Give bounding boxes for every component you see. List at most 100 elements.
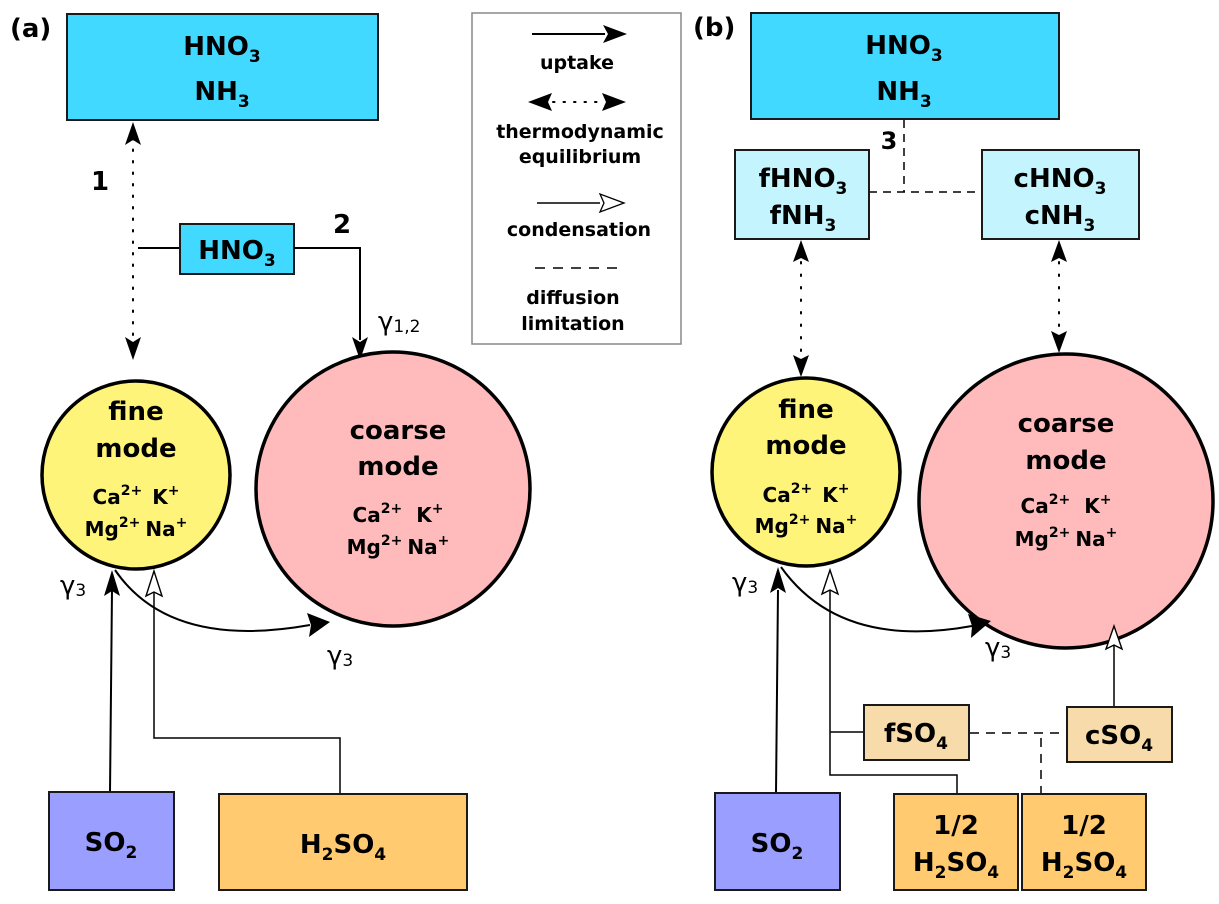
fine-mode-a-ions1: Ca2+K+ [93,483,180,509]
gas-box-a-line2: NH3 [194,77,249,112]
gas-box-b-line1: HNO3 [865,31,942,66]
cso4-box [1066,706,1173,763]
h2so4-condensation-line-a [153,590,341,794]
coarse-mode-a-ions1: Ca2+K+ [353,501,444,527]
h2so4-box-a [218,793,468,891]
so2-box-a [48,791,175,891]
fine-gas-box-b-line2: fNH3 [770,201,837,236]
gas-box-b-line2: NH3 [876,77,931,112]
gas-box-b: HNO3 NH3 [750,12,1060,120]
half-h2so4-fine-fraction: 1/2 [933,811,979,841]
so2-box-a-label: SO2 [85,828,138,863]
fine-mode-a: fine mode Ca2+K+ Mg2+Na+ [40,379,232,571]
fine-mode-a-circle [40,379,232,571]
fine-mode-b-ions2: Mg2+Na+ [755,512,858,538]
equilibrium-arrow-fine-b-head-up [793,240,809,262]
fine-mode-b: fine mode Ca2+K+ Mg2+Na+ [710,376,902,568]
equilibrium-arrow-1-head-down [125,337,141,360]
so2-uptake-head-a [104,570,120,596]
cso4-box-label: cSO4 [1085,721,1153,756]
gamma-3-fine-label-a: γ3 [60,571,86,601]
so2-uptake-line-a [109,589,113,793]
equilibrium-arrow-1-head-up [125,122,141,145]
legend-item-diffusion: diffusion limitation [521,267,625,335]
coarse-mode-a-ions2: Mg2+Na+ [347,533,450,559]
equilibrium-arrow-fine-b-head-down [793,355,809,377]
panel-a-label: (a) [10,14,51,44]
coarse-gas-box-b [981,149,1140,240]
half-h2so4-fine-box [893,793,1019,891]
fine-mode-a-ions2: Mg2+Na+ [85,515,188,541]
coarse-mode-b-ions2: Mg2+Na+ [1015,525,1118,551]
legend-condensation-label: condensation [507,219,651,241]
so2-uptake-head-b [770,567,786,593]
coarse-mode-b-circle [917,352,1215,650]
coagulation-arrow-a [114,569,311,632]
legend-item-equilibrium: thermodynamic equilibrium [496,93,664,168]
gas-box-b-rect [750,12,1060,120]
panel-b: (b) HNO3 NH3 3 fHNO3 fNH3 cHNO3 cNH3 fin… [693,12,1215,891]
legend-item-condensation: condensation [507,192,651,241]
gas-box-a-rect [66,13,379,121]
fine-gas-box-b-line1: fHNO3 [759,164,848,199]
h2so4-box-a-label: H2SO4 [300,830,386,865]
half-h2so4-fine-condensation-line [829,590,958,794]
legend-item-uptake: uptake [532,25,627,74]
coagulation-arrow-b [780,566,973,633]
gas-box-a: HNO3 NH3 [66,13,379,121]
coarse-gas-box-b-line1: cHNO3 [1014,164,1107,199]
legend-uptake-label: uptake [540,52,614,74]
h2so4-condensation-head-a [144,568,164,598]
equilibrium-arrow-coarse-b-head-down [1051,331,1067,353]
fine-mode-b-title1: fine [778,395,833,425]
gamma-12-label-a: γ1,2 [378,307,420,337]
hno3-box-a-label: HNO3 [198,236,275,271]
coarse-mode-b-title1: coarse [1018,409,1115,439]
coarse-mode-a-title2: mode [357,452,438,482]
legend-diffusion-label2: limitation [521,313,624,335]
fine-condensation-head-b [820,567,840,596]
path-3-label: 3 [881,127,898,155]
half-h2so4-coarse-formula: H2SO4 [1041,848,1127,883]
fine-mode-b-circle [710,376,902,568]
coarse-mode-a-title1: coarse [350,416,447,446]
legend-frame [471,12,682,345]
coarse-mode-b-title2: mode [1025,446,1106,476]
coarse-gas-box-b-line2: cNH3 [1025,201,1096,236]
coagulation-arrow-a-head [307,613,330,637]
coarse-mode-b: coarse mode Ca2+K+ Mg2+Na+ [917,352,1215,650]
gamma-3-coarse-label-a: γ3 [327,641,353,671]
half-h2so4-coarse-fraction: 1/2 [1061,811,1107,841]
so2-uptake-line-b [775,589,779,794]
legend-condensation-arrowhead-icon [598,192,626,214]
fine-mode-a-title1: fine [108,397,163,427]
legend-equilibrium-left-arrowhead-icon [528,93,552,111]
coarse-mode-b-ions1: Ca2+K+ [1021,492,1112,518]
fine-mode-a-title2: mode [95,434,176,464]
equilibrium-arrow-coarse-b-head-up [1051,240,1067,262]
uptake-arrow-2-head [352,337,368,360]
so2-box-b-label: SO2 [751,829,804,864]
gamma-3-coarse-label-b: γ3 [985,633,1011,663]
coarse-mode-a: coarse mode Ca2+K+ Mg2+Na+ [254,350,532,628]
legend-equilibrium-label: thermodynamic [496,121,664,143]
path-2-label: 2 [333,210,351,240]
gamma-3-fine-label-b: γ3 [732,568,758,598]
legend-diffusion-label: diffusion [526,287,619,309]
path-1-label: 1 [91,167,109,197]
half-h2so4-fine-formula: H2SO4 [913,848,999,883]
path-2-wire-right [294,247,361,340]
coarse-mode-a-circle [254,350,532,628]
panel-a: (a) HNO3 NH3 1 HNO3 2 γ1,2 fine mode Ca2… [10,13,532,891]
half-h2so4-coarse-box [1021,793,1147,891]
fso4-box-label: fSO4 [884,719,948,754]
legend-uptake-arrowhead-icon [603,25,627,43]
legend-equilibrium-right-arrowhead-icon [602,93,626,111]
panel-b-label: (b) [693,13,735,43]
legend: uptake thermodynamic equilibrium condens… [471,12,682,345]
fine-gas-box-b [734,149,870,240]
gas-box-a-line1: HNO3 [183,32,260,67]
coagulation-arrow-b-head [968,614,991,638]
fso4-box [863,704,970,761]
